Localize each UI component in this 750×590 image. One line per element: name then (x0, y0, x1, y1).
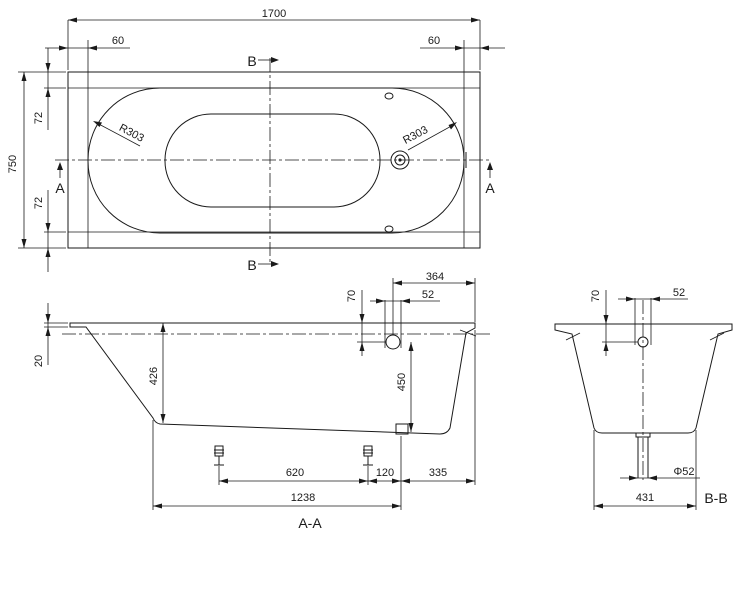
overflow-aa-icon (385, 334, 401, 350)
dim-bottom-length: 1238 (291, 492, 315, 504)
dim-side-overflow-diameter: 52 (673, 287, 685, 299)
basin-outer (87, 87, 465, 234)
foot-left-icon (214, 445, 224, 466)
section-marker-a-left: A (55, 180, 65, 196)
foot-right-icon (363, 445, 373, 466)
dim-waste-to-end: 335 (429, 467, 447, 479)
section-marker-a-right: A (485, 180, 495, 196)
dim-rim-right: 60 (428, 35, 440, 47)
dim-waste-offset: 364 (426, 271, 444, 283)
dim-overall-length: 1700 (262, 8, 286, 20)
dim-waste-diameter: Φ52 (673, 466, 694, 478)
dim-side-overflow-height: 70 (590, 290, 602, 302)
dim-overflow-to-waste: 450 (396, 373, 408, 391)
dim-rim-thickness: 20 (33, 355, 45, 367)
dim-rim-bottom: 72 (33, 197, 45, 209)
dim-rim-left: 60 (112, 35, 124, 47)
section-bb-view: 52 70 Φ52 431 B-B (554, 287, 733, 510)
dim-foot-to-waste: 120 (376, 467, 394, 479)
tub-profile-aa (69, 322, 476, 435)
dim-feet-spacing: 620 (286, 467, 304, 479)
dim-overflow-diameter: 52 (422, 289, 434, 301)
dim-depth-inner: 426 (148, 367, 160, 385)
dim-rim-top: 72 (33, 112, 45, 124)
plan-view: 1700 60 60 750 72 72 R303 (7, 8, 505, 273)
section-marker-b-bottom: B (247, 257, 256, 273)
section-label-bb: B-B (704, 490, 727, 506)
dim-radius-right: R303 (401, 124, 430, 147)
tub-profile-bb (554, 323, 733, 434)
dim-bottom-width: 431 (636, 492, 654, 504)
section-label-aa: A-A (298, 515, 322, 531)
dim-overflow-height: 70 (346, 290, 358, 302)
dim-overall-width: 750 (7, 155, 19, 173)
waste-aa-icon (395, 423, 409, 435)
section-marker-b-top: B (247, 53, 256, 69)
section-aa-view: 364 52 70 20 426 450 (33, 271, 490, 531)
basin-bottom (164, 113, 381, 208)
